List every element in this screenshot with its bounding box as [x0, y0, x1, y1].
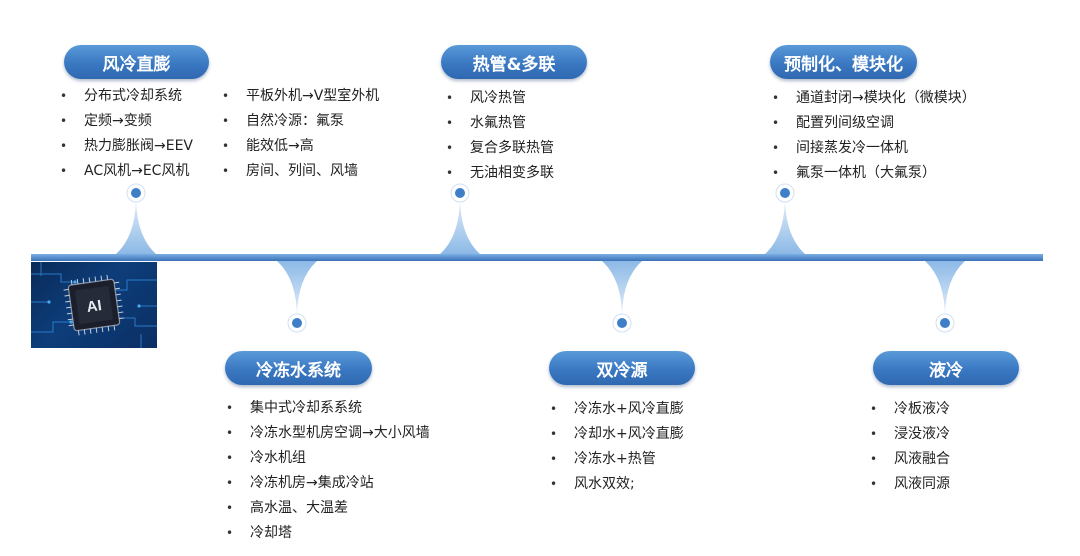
stage-list-dual-source: 冷冻水+风冷直膨 冷却水+风冷直膨 冷冻水+热管 风水双效;	[548, 397, 684, 497]
node-dot	[287, 313, 307, 333]
connector-spike-down	[602, 261, 642, 318]
list-item: 集中式冷却系系统	[224, 396, 430, 421]
list-item: 复合多联热管	[444, 136, 554, 161]
list-item: 定频→变频	[58, 109, 193, 134]
connector-spike-down	[925, 261, 965, 318]
stage-list-liquid-cooling: 冷板液冷 浸没液冷 风液融合 风液同源	[868, 397, 950, 497]
list-item: 热力膨胀阀→EEV	[58, 134, 193, 159]
list-item: 水氟热管	[444, 111, 554, 136]
list-item: 自然冷源：氟泵	[220, 109, 379, 134]
node-dot	[775, 183, 795, 203]
list-item: 冷冻机房→集成冷站	[224, 471, 430, 496]
list-item: 冷却塔	[224, 521, 430, 546]
stage-list-air-cooled-dx-2: 平板外机→V型室外机 自然冷源：氟泵 能效低→高 房间、列间、风墙	[220, 84, 379, 184]
list-item: 房间、列间、风墙	[220, 159, 379, 184]
connector-spike-down	[277, 261, 317, 318]
stage-title-prefab-modular: 预制化、模块化	[770, 45, 917, 79]
node-dot	[126, 183, 146, 203]
node-dot	[612, 313, 632, 333]
connector-spike-up	[440, 196, 480, 254]
stage-title-liquid-cooling: 液冷	[873, 351, 1019, 385]
stage-title-heat-pipe: 热管&多联	[441, 45, 587, 79]
list-item: 风液同源	[868, 472, 950, 497]
list-item: 配置列间级空调	[770, 111, 976, 136]
list-item: 浸没液冷	[868, 422, 950, 447]
list-item: 风水双效;	[548, 472, 684, 497]
chip-label: AI	[86, 297, 103, 316]
list-item: 风液融合	[868, 447, 950, 472]
list-item: 冷冻水+热管	[548, 447, 684, 472]
list-item: 冷板液冷	[868, 397, 950, 422]
list-item: 平板外机→V型室外机	[220, 84, 379, 109]
list-item: 通道封闭→模块化（微模块）	[770, 86, 976, 111]
connector-spike-up	[765, 196, 805, 254]
list-item: 冷水机组	[224, 446, 430, 471]
stage-title-air-cooled-dx: 风冷直膨	[64, 45, 209, 79]
list-item: 分布式冷却系统	[58, 84, 193, 109]
list-item: 高水温、大温差	[224, 496, 430, 521]
list-item: 风冷热管	[444, 86, 554, 111]
node-dot	[450, 183, 470, 203]
node-dot	[935, 313, 955, 333]
connector-spike-up	[116, 196, 156, 254]
list-item: 氟泵一体机（大氟泵）	[770, 161, 976, 186]
ai-chip-image: AI	[31, 262, 157, 348]
stage-list-prefab-modular: 通道封闭→模块化（微模块） 配置列间级空调 间接蒸发冷一体机 氟泵一体机（大氟泵…	[770, 86, 976, 186]
stage-title-dual-source: 双冷源	[549, 351, 695, 385]
timeline-bar	[31, 254, 1043, 261]
list-item: AC风机→EC风机	[58, 159, 193, 184]
list-item: 冷却水+风冷直膨	[548, 422, 684, 447]
list-item: 无油相变多联	[444, 161, 554, 186]
list-item: 冷冻水+风冷直膨	[548, 397, 684, 422]
stage-list-heat-pipe: 风冷热管 水氟热管 复合多联热管 无油相变多联	[444, 86, 554, 186]
stage-list-chilled-water: 集中式冷却系系统 冷冻水型机房空调→大小风墙 冷水机组 冷冻机房→集成冷站 高水…	[224, 396, 430, 546]
list-item: 能效低→高	[220, 134, 379, 159]
list-item: 间接蒸发冷一体机	[770, 136, 976, 161]
list-item: 冷冻水型机房空调→大小风墙	[224, 421, 430, 446]
stage-list-air-cooled-dx: 分布式冷却系统 定频→变频 热力膨胀阀→EEV AC风机→EC风机	[58, 84, 193, 184]
stage-title-chilled-water: 冷冻水系统	[225, 351, 372, 385]
